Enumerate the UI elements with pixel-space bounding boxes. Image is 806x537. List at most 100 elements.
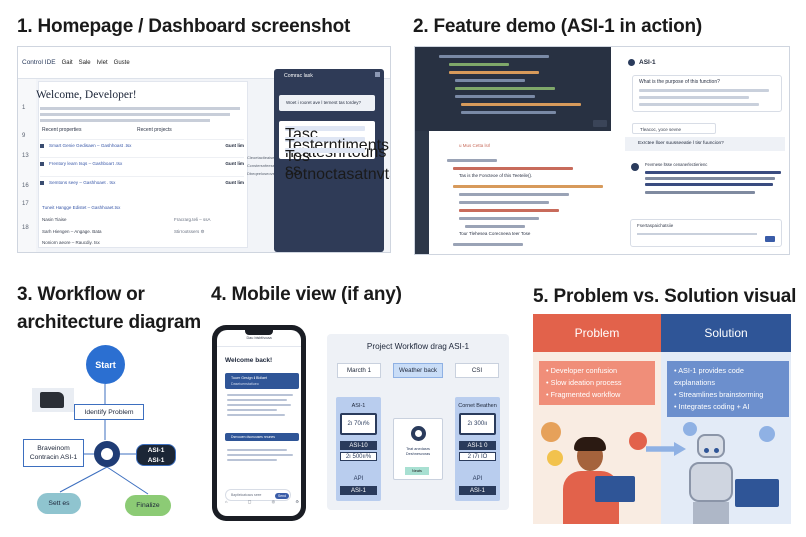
side-line: Cleoetactieaiset (247, 155, 276, 160)
sub-item[interactable]: Sarh Hiengen – Angage. Bata Stirrootsser… (42, 229, 205, 234)
gear-icon (683, 422, 697, 436)
asi-prompt-bar[interactable]: Exrctee lloer suusseeatie l tisr fuuncio… (625, 137, 785, 151)
column-header: ASI-1 (351, 403, 366, 409)
col-recent-properties: Recent properties (42, 127, 82, 133)
text-line (227, 404, 291, 406)
line-number: 16 (22, 183, 29, 189)
node-label: ASI-1 (147, 447, 165, 454)
asi-question-text: What is the purpose of this function? (639, 79, 720, 85)
send-button[interactable] (765, 236, 775, 242)
send-button[interactable]: Send (275, 493, 289, 499)
send-label: Send (278, 494, 286, 498)
line-number-gutter: 1 9 13 16 17 18 (18, 79, 36, 252)
column-tag: 2ı 500ıı% (340, 452, 377, 461)
robot-eye (704, 448, 709, 453)
project-action-button[interactable]: Gunt lim (225, 143, 244, 148)
chat-icon[interactable]: ◎ (271, 499, 276, 504)
text-line (227, 409, 277, 411)
code-line (459, 201, 549, 204)
workflow-center-button[interactable]: Neats (405, 467, 429, 475)
code-editor-light: u Mus Cetta lsrl Tas is the Foncteoe of … (429, 131, 611, 254)
asi-logo-icon (628, 59, 635, 66)
activity-bar (415, 131, 429, 254)
close-icon[interactable] (375, 72, 380, 77)
developer-illustration (32, 388, 74, 412)
nav-item[interactable]: Gait (61, 59, 73, 66)
workflow-tab[interactable]: CSI (455, 363, 499, 378)
laptop-icon (735, 479, 779, 507)
text-line (227, 414, 285, 416)
project-row[interactable]: Frentory learn tsqs – Gashboart .tsx Gun… (40, 157, 244, 169)
mobile-chat-input[interactable]: Baptieloatcacs seee (225, 489, 291, 501)
home-icon[interactable]: ⌂ (225, 499, 228, 504)
person-hair (574, 437, 606, 451)
answer-line (645, 191, 755, 194)
heading-workflow-line1: 3. Workflow or (17, 284, 145, 305)
workflow-brainstorm-node: Braveinom Contracin ASI-1 (23, 439, 84, 467)
card-subtitle: Daseiuenstatiueo (231, 382, 259, 386)
heading-dashboard: 1. Homepage / Dashboard screenshot (17, 16, 351, 37)
project-row[interactable]: Semtons seey – Gashhoaet . tsx Gunt lim (40, 176, 244, 188)
text-line (639, 103, 759, 106)
card-title: Dsrvuuen dsunuuses nnunes (231, 435, 275, 439)
code-line (459, 209, 559, 212)
workflow-start-node: Start (86, 345, 125, 384)
workflow-tab-active[interactable]: Weather back (393, 363, 443, 378)
dashboard-topbar: Control IDE Gait Sale Ivlet Guste (18, 47, 390, 79)
cloud-icon (759, 426, 775, 442)
chat-panel: Comrac lask Woet i rooret ave l ternest … (274, 69, 390, 252)
divider (217, 346, 301, 347)
sub-item[interactable]: Noniorn aeore – Raucdiy. tsx (42, 240, 100, 245)
line-number: 1 (22, 105, 26, 111)
workflow-finalize-node: Finalize (125, 495, 171, 516)
mobile-card-primary[interactable]: Tuuer Gesign ℹ Bldlaet Daseiuenstatiueo (225, 373, 299, 389)
line-number: 9 (22, 133, 26, 139)
asi-chat-input[interactable]: Fsertaspaichatsiie (630, 219, 782, 247)
code-editor-dark (415, 47, 611, 131)
text-line (639, 89, 769, 92)
sub-item-value: Fracrarg.teli – ssA (174, 217, 211, 222)
nav-item[interactable]: Guste (113, 59, 130, 66)
ai-robot-illustration (683, 430, 739, 524)
mobile-card-secondary[interactable]: Dsrvuuen dsunuuses nnunes (225, 433, 299, 441)
asi-suggestion-pill[interactable]: Tleacoc, yoce sevne (632, 123, 716, 134)
text-line (227, 459, 277, 461)
column-api-label: API (472, 476, 483, 482)
problem-item: Slow ideation process (546, 377, 648, 389)
file-icon (40, 143, 44, 148)
mobile-welcome: Welcome back! (225, 357, 273, 364)
folder-icon[interactable]: ▢ (247, 499, 252, 504)
gear-icon[interactable]: ⚙ (295, 499, 299, 504)
sub-item[interactable]: Nasin Tiaise Fracrarg.teli – ssA (42, 217, 211, 222)
chat-response-card: Tasc neatesnrtouns ss Testerntimentsnmer… (279, 121, 390, 183)
project-row[interactable]: Smart Genie Gedisaen – Gashhoast .tsx Gu… (40, 139, 244, 151)
workflow-tab[interactable]: Marcth 1 (337, 363, 381, 378)
gear-icon (411, 426, 426, 441)
project-label: Smart Genie Gedisaen – Gashhoast .tsx (49, 143, 132, 148)
sub-item[interactable]: Tuneit Hangge Edistet – Gashhoaet.tsx (42, 205, 120, 210)
text-line (227, 394, 293, 396)
node-label: ASI-1 (147, 457, 165, 464)
code-line (449, 63, 509, 66)
code-line (455, 79, 525, 82)
code-line (461, 103, 581, 106)
project-label: Frentory learn tsqs – Gashboart .tsx (49, 161, 123, 166)
text-line (637, 233, 757, 235)
editor-tab[interactable] (593, 120, 607, 127)
monitor-icon: 2ı 70ıı% (340, 413, 377, 435)
code-line (465, 225, 525, 228)
laptop-icon (40, 392, 64, 408)
nav-item[interactable]: Sale (78, 59, 91, 66)
code-line (459, 193, 569, 196)
project-action-button[interactable]: Gunt lim (225, 180, 244, 185)
welcome-title: Welcome, Developer! (36, 89, 137, 101)
file-icon (40, 161, 44, 166)
asi-assistant-panel: ASI-1 What is the purpose of this functi… (625, 51, 785, 252)
code-text: Tour Tlehesea Corecneea teer Tose (459, 231, 531, 236)
project-action-button[interactable]: Gunt lim (225, 161, 244, 166)
nav-item[interactable]: Ivlet (96, 59, 108, 66)
workflow-column-left: ASI-1 2ı 70ıı% ASI-10 2ı 500ıı% API ASI-… (336, 397, 381, 501)
answer-line (645, 177, 775, 180)
line-number: 17 (22, 201, 29, 207)
